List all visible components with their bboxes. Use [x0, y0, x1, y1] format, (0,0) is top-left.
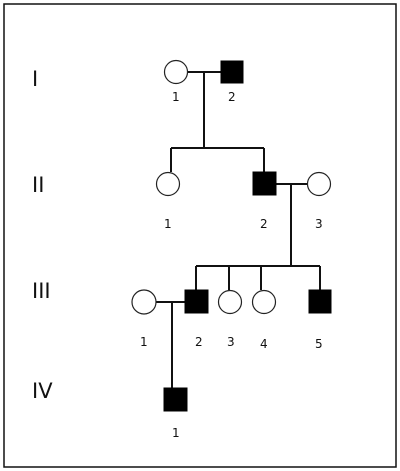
individual-iii-2 [184, 289, 209, 314]
frame-border [3, 3, 397, 468]
individual-label-ii-1: 1 [164, 217, 172, 231]
individual-i-1 [163, 59, 189, 85]
individual-i-2 [220, 60, 244, 84]
individual-label-i-1: 1 [172, 90, 180, 104]
individual-label-iii-3: 3 [227, 335, 235, 349]
individual-ii-2 [252, 171, 277, 196]
generation-label-i: I [32, 67, 38, 91]
individual-label-iii-2: 2 [195, 335, 203, 349]
individual-iii-5 [308, 289, 332, 314]
individual-ii-3 [306, 171, 332, 197]
individual-iii-3 [217, 289, 243, 315]
generation-label-ii: II [32, 173, 44, 197]
individual-iii-4 [251, 289, 277, 315]
individual-label-i-2: 2 [228, 90, 236, 104]
individual-label-iii-4: 4 [260, 337, 268, 351]
individual-label-ii-3: 3 [315, 217, 323, 231]
generation-label-iii: III [32, 279, 51, 303]
individual-label-iv-1: 1 [172, 426, 180, 440]
generation-label-iv: IV [32, 379, 53, 403]
individual-label-ii-2: 2 [260, 217, 268, 231]
individual-label-iii-5: 5 [315, 337, 323, 351]
individual-iv-1 [163, 387, 188, 412]
individual-label-iii-1: 1 [140, 335, 148, 349]
individual-iii-1 [131, 289, 157, 315]
individual-ii-1 [155, 171, 181, 197]
pedigree-lines [156, 71, 321, 388]
